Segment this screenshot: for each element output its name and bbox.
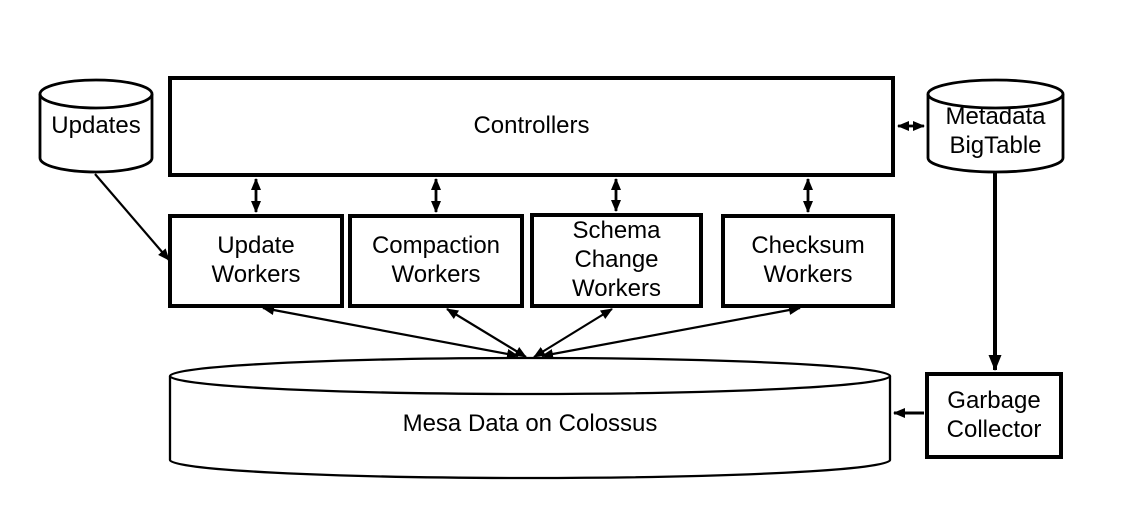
metadata-bigtable-cylinder (926, 78, 1065, 174)
edge-compaction-workers-mesa (446, 308, 527, 358)
updates-cylinder (38, 78, 154, 174)
checksum-workers-box (721, 214, 895, 308)
edge-checksum-workers-mesa (541, 305, 801, 359)
garbage-collector-box (925, 372, 1063, 459)
schema-change-workers-box (530, 213, 703, 308)
edge-updates-to-update-workers (94, 173, 170, 261)
mesa-data-cylinder (168, 356, 892, 480)
update-workers-box (168, 214, 344, 308)
compaction-workers-box (348, 214, 524, 308)
edge-update-workers-mesa (262, 305, 519, 359)
controllers-box (168, 76, 895, 177)
